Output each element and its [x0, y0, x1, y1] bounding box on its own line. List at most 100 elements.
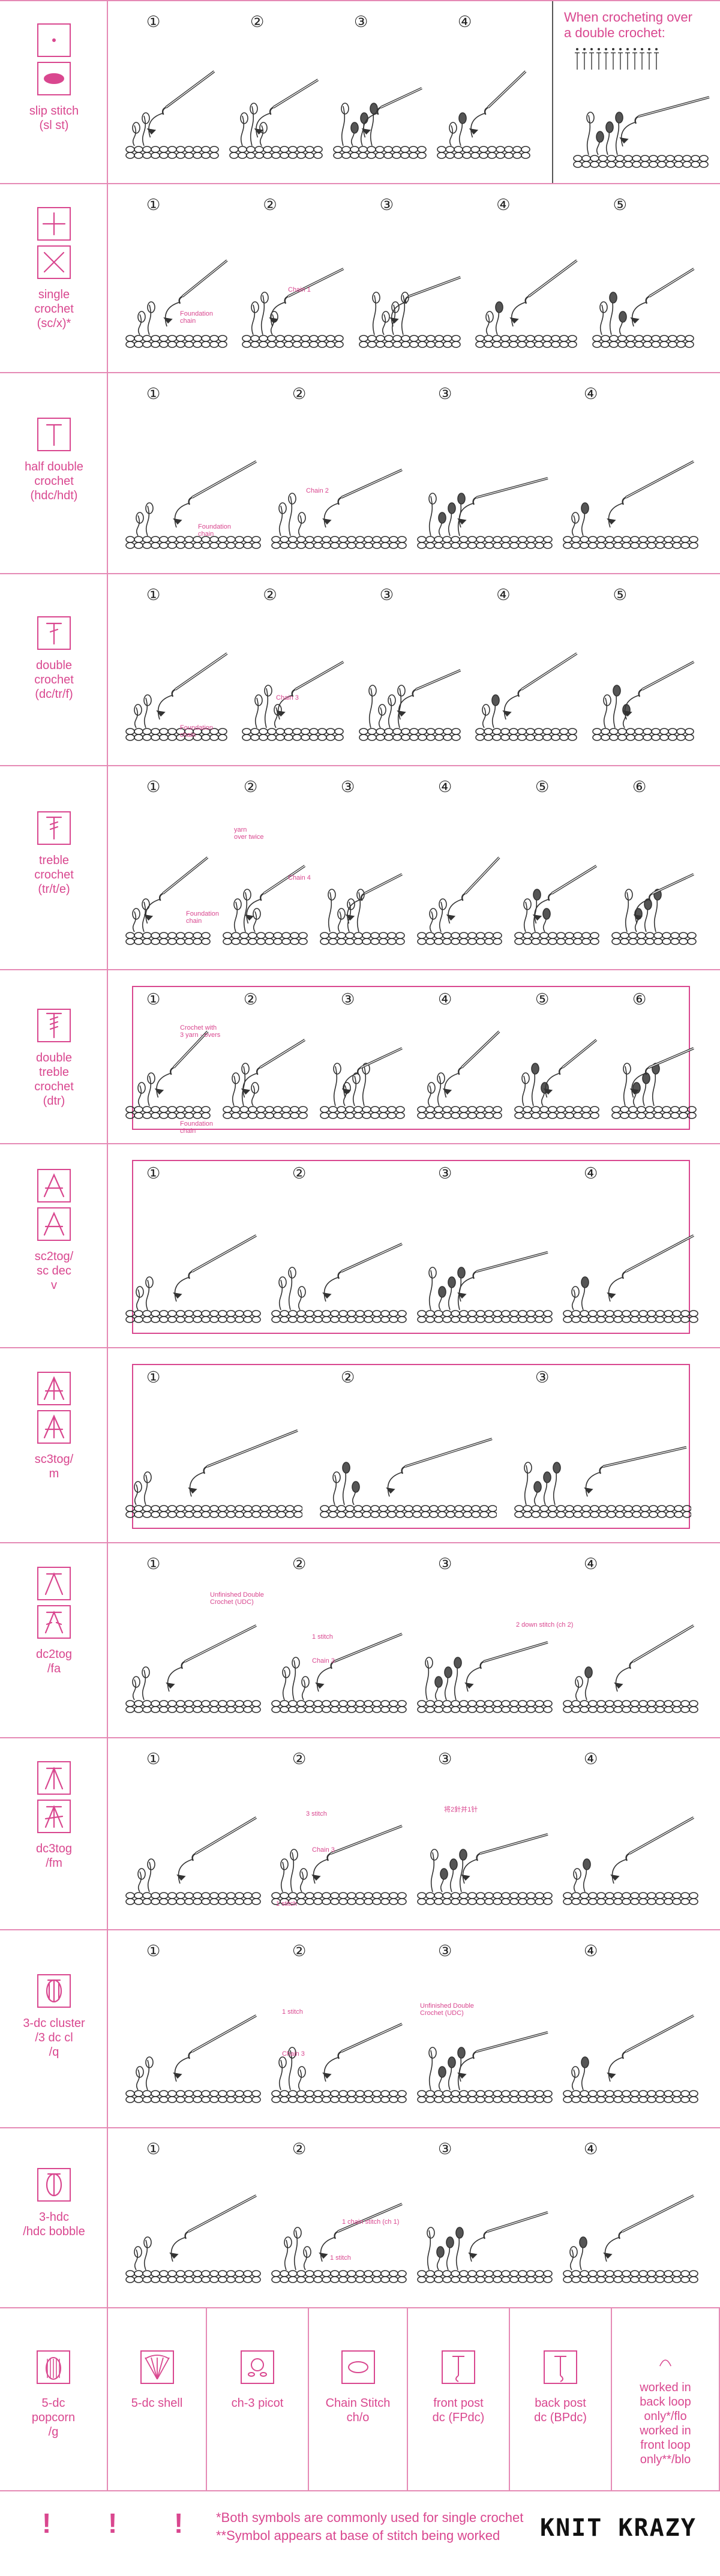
dc3tog-symbol-icon: [37, 1761, 71, 1795]
step-number: ①: [146, 1555, 161, 1573]
step-caption: Chain 3: [282, 2050, 305, 2058]
3-dc-cluster-name: 3-dc cluster /3 dc cl /q: [23, 2017, 85, 2059]
step-number: ④: [458, 13, 472, 31]
step-illustration: [414, 1582, 553, 1723]
step-drawing: [229, 79, 323, 159]
step-illustration: [317, 805, 407, 955]
step-illustration: [511, 1009, 601, 1129]
step-number: ②: [250, 13, 265, 31]
step-drawing: [475, 652, 578, 741]
step-number: ①: [146, 13, 161, 31]
step-illustration: [608, 805, 698, 955]
step-illustration: [560, 1969, 698, 2113]
step-number: ①: [146, 1942, 161, 1960]
step-illustration: [122, 412, 261, 559]
extra-symbol-back-front-loop: worked in back loop only*/flo worked in …: [612, 2308, 720, 2490]
step-illustration: [608, 1009, 698, 1129]
sc3tog-alt-symbol-icon: [37, 1410, 71, 1444]
step-illustration: [472, 223, 581, 358]
step-drawing: [563, 460, 698, 549]
step-number: ⑤: [535, 778, 550, 796]
extra-symbol-5-dc-shell: 5-dc shell: [108, 2308, 207, 2490]
dc2tog-name: dc2tog /fa: [35, 1648, 73, 1675]
back-front-loop-name: worked in back loop only*/flo worked in …: [640, 2381, 691, 2466]
step-number: ①: [146, 2140, 161, 2158]
step-number: ④: [584, 1165, 598, 1183]
step-number: ②: [292, 2140, 307, 2158]
step-illustration: [268, 2167, 407, 2293]
steps-frame: [132, 1160, 690, 1334]
3-hdc-bobble-symbol-icon: [37, 2168, 71, 2202]
step-caption: Foundation chain: [180, 1120, 214, 1135]
step-illustration: [330, 40, 427, 169]
step-number: ④: [438, 991, 452, 1009]
step-drawing: [223, 1039, 308, 1119]
step-illustration: [122, 1582, 261, 1723]
step-number: ②: [292, 1555, 307, 1573]
step-illustration: [589, 613, 698, 751]
step-number: ④: [496, 586, 511, 604]
step-number: ⑤: [535, 991, 550, 1009]
sc2tog-alt-symbol-icon: [37, 1207, 71, 1241]
front-post-dc-name: front post dc (FPdc): [432, 2397, 485, 2424]
step-drawing: [417, 1641, 553, 1713]
5-dc-shell-name: 5-dc shell: [131, 2397, 183, 2410]
step-number: ④: [584, 2140, 598, 2158]
step-drawing: [125, 70, 219, 159]
chain-stitch-name: Chain Stitch ch/o: [325, 2397, 391, 2424]
single-crochet-symbol-icon: [37, 207, 71, 241]
symbol-column: half double crochet (hdc/hdt): [0, 373, 108, 573]
footer-row: !!!*Both symbols are commonly used for s…: [0, 2490, 720, 2576]
pink-exclamation: !: [42, 2508, 52, 2539]
step-drawing: [417, 2031, 553, 2103]
step-illustration: [122, 1387, 303, 1528]
step-drawing: [242, 268, 344, 348]
step-number: ③: [341, 778, 355, 796]
step-illustration: [414, 1183, 553, 1333]
dc3tog-alt-symbol-icon: [37, 1800, 71, 1833]
step-illustration: [122, 2167, 261, 2293]
step-drawing: [417, 856, 502, 945]
single-crochet-name: single crochet (sc/x)*: [34, 288, 74, 330]
step-drawing: [223, 865, 308, 945]
step-drawing: [271, 2023, 407, 2103]
symbol-column: single crochet (sc/x)*: [0, 184, 108, 372]
step-drawing: [320, 1438, 497, 1518]
step-drawing: [242, 661, 344, 741]
step-number: ③: [438, 1942, 452, 1960]
step-caption: 将2針并1针: [444, 1806, 478, 1813]
step-drawing: [271, 469, 407, 549]
symbol-column: treble crochet (tr/t/e): [0, 766, 108, 969]
step-caption: 2 down stitch (ch 2): [516, 1621, 574, 1629]
over-dc-illustration-drawing: [573, 96, 710, 168]
step-caption: Unfinished Double Crochet (UDC): [420, 2002, 474, 2017]
step-illustration: [220, 1009, 310, 1129]
step-drawing: [271, 2203, 407, 2283]
over-dc-illustration: [570, 91, 714, 178]
step-number: ⑤: [613, 196, 627, 214]
ch-3-picot-icon: [241, 2350, 274, 2384]
symbol-column: sc2tog/ sc dec v: [0, 1144, 108, 1347]
step-illustration: [414, 805, 504, 955]
double-treble-crochet-name: double treble crochet (dtr): [34, 1051, 74, 1108]
step-number: ③: [535, 1369, 550, 1387]
step-drawing: [417, 1251, 553, 1323]
dc3tog-name: dc3tog /fm: [35, 1842, 73, 1870]
step-number: ⑥: [632, 778, 647, 796]
step-caption: 1 stitch: [276, 1900, 297, 1908]
step-illustration: [220, 805, 310, 955]
step-number: ②: [292, 1942, 307, 1960]
step-illustration: [414, 1777, 553, 1915]
step-caption: Chain 1: [288, 286, 311, 293]
footnote-single-crochet: *Both symbols are commonly used for sing…: [216, 2510, 524, 2525]
